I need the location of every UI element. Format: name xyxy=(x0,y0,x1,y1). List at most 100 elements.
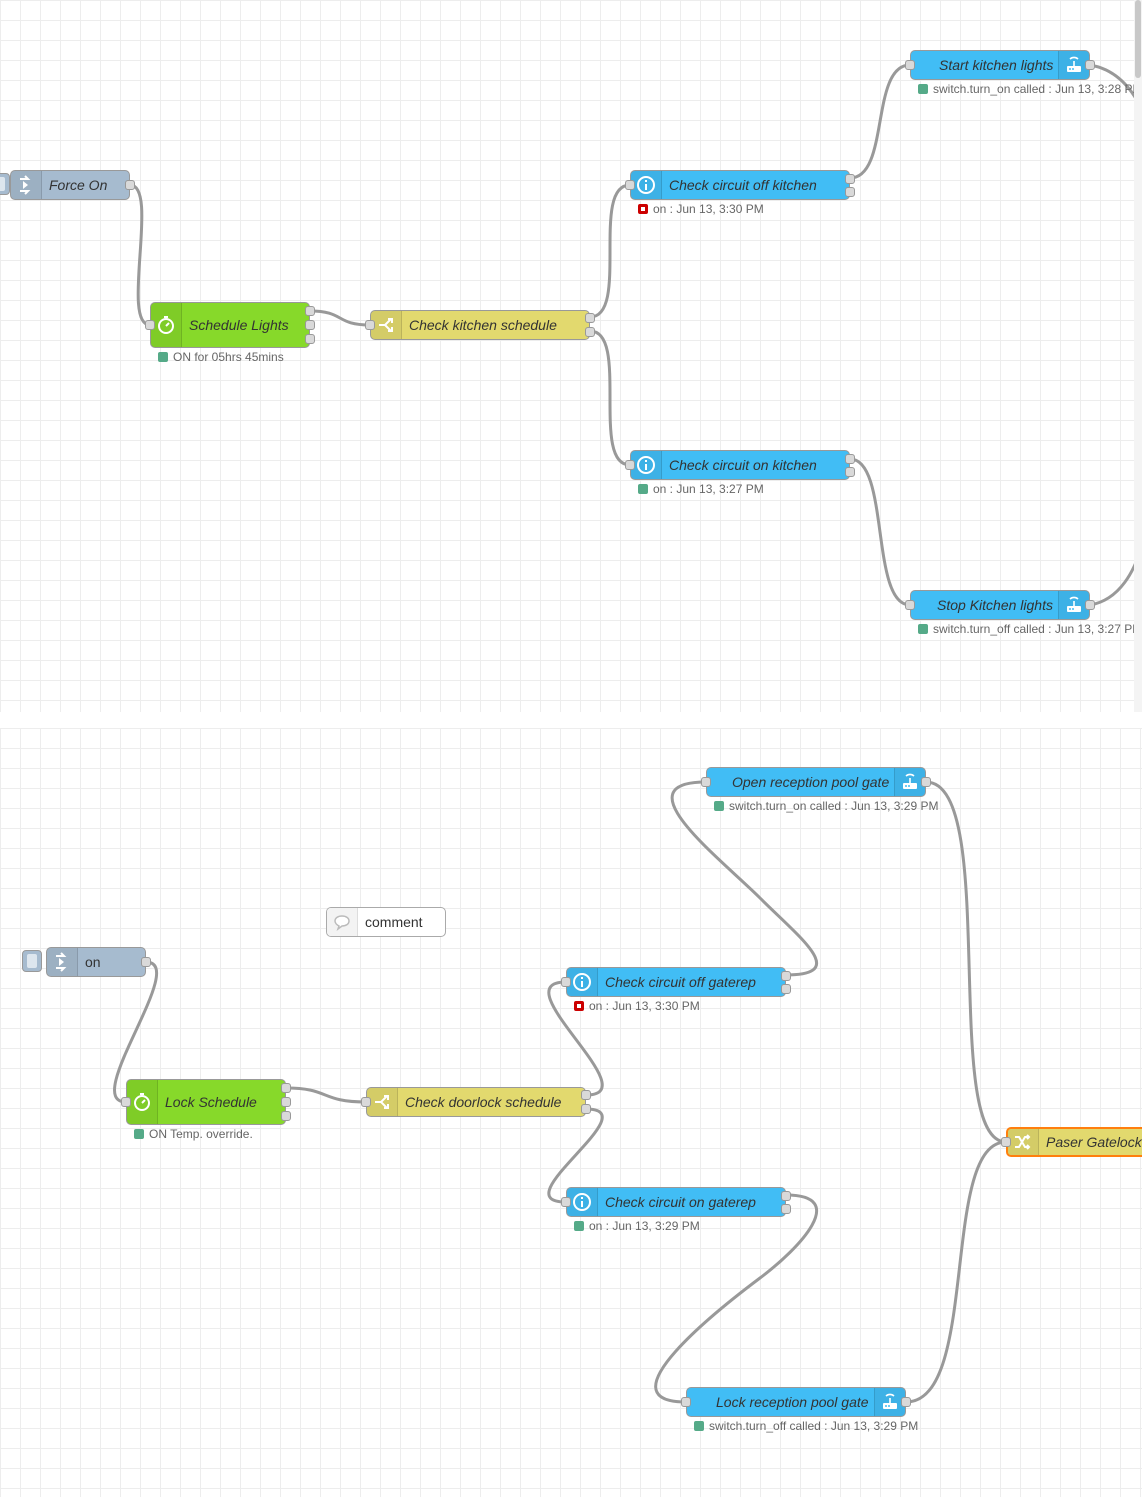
wire-on-lockschedule xyxy=(113,960,159,1104)
node-check-circuit-off-gaterep[interactable]: Check circuit off gaterep xyxy=(561,967,791,997)
wires-gatelock xyxy=(113,780,1008,1404)
input-port[interactable] xyxy=(625,460,635,470)
info-icon xyxy=(567,968,598,996)
wire-switch-checkoff xyxy=(588,183,632,319)
output-port-1[interactable] xyxy=(281,1083,291,1093)
status-dot xyxy=(134,1129,144,1139)
inject-trigger-button[interactable] xyxy=(22,950,42,972)
status-dot xyxy=(574,1221,584,1231)
input-port[interactable] xyxy=(1001,1137,1011,1147)
node-check-kitchen-schedule[interactable]: Check kitchen schedule xyxy=(365,310,595,340)
node-label: Check circuit off kitchen xyxy=(669,177,817,193)
switch-branch-icon xyxy=(371,311,402,339)
output-port[interactable] xyxy=(1085,60,1095,70)
node-lock-reception-pool-gate[interactable]: Lock reception pool gate xyxy=(681,1387,911,1417)
node-check-circuit-off-kitchen[interactable]: Check circuit off kitchen xyxy=(625,170,855,200)
input-port[interactable] xyxy=(681,1397,691,1407)
output-port-2[interactable] xyxy=(781,984,791,994)
output-port-1[interactable] xyxy=(585,313,595,323)
output-port-2[interactable] xyxy=(305,320,315,330)
input-port[interactable] xyxy=(365,320,375,330)
output-port-3[interactable] xyxy=(281,1111,291,1121)
output-port-3[interactable] xyxy=(305,334,315,344)
router-icon xyxy=(1058,591,1089,619)
input-port[interactable] xyxy=(625,180,635,190)
node-on[interactable]: on xyxy=(46,947,151,977)
switch-branch-icon xyxy=(367,1088,398,1116)
input-port[interactable] xyxy=(905,600,915,610)
status-dot xyxy=(694,1421,704,1431)
wire-switch-checkon xyxy=(588,329,632,467)
input-port[interactable] xyxy=(121,1097,131,1107)
arrow-in-icon xyxy=(47,948,78,976)
node-label: Check kitchen schedule xyxy=(409,317,557,333)
input-port[interactable] xyxy=(561,977,571,987)
output-port-2[interactable] xyxy=(845,187,855,197)
output-port[interactable] xyxy=(125,180,135,190)
status-check-circuit-off-gaterep: on : Jun 13, 3:30 PM xyxy=(574,999,700,1013)
shuffle-icon xyxy=(1008,1129,1039,1155)
status-schedule-lights: ON for 05hrs 45mins xyxy=(158,350,284,364)
flow-canvas-kitchen[interactable]: Force On Schedule Lights ON for 05hrs 45… xyxy=(0,0,1142,712)
wire-checkoff-open xyxy=(670,780,819,977)
node-label: Paser Gatelock xyxy=(1046,1134,1142,1150)
node-stop-kitchen-lights[interactable]: Stop Kitchen lights xyxy=(905,590,1095,620)
input-port[interactable] xyxy=(361,1097,371,1107)
output-port-1[interactable] xyxy=(845,174,855,184)
node-label: Lock reception pool gate xyxy=(716,1394,869,1410)
node-label: Open reception pool gate xyxy=(732,774,890,790)
node-label: Stop Kitchen lights xyxy=(937,597,1053,613)
output-port-2[interactable] xyxy=(281,1097,291,1107)
node-check-circuit-on-kitchen[interactable]: Check circuit on kitchen xyxy=(625,450,855,480)
status-check-circuit-on-gaterep: on : Jun 13, 3:29 PM xyxy=(574,1219,700,1233)
wires-kitchen xyxy=(128,63,1142,607)
node-check-circuit-on-gaterep[interactable]: Check circuit on gaterep xyxy=(561,1187,791,1217)
status-dot xyxy=(638,484,648,494)
node-start-kitchen-lights[interactable]: Start kitchen lights xyxy=(905,50,1095,80)
status-dot xyxy=(918,624,928,634)
node-paser-gatelock[interactable]: Paser Gatelock xyxy=(1001,1127,1142,1157)
timer-icon xyxy=(151,303,182,347)
output-port-1[interactable] xyxy=(781,1191,791,1201)
output-port-1[interactable] xyxy=(781,971,791,981)
input-port[interactable] xyxy=(145,320,155,330)
output-port-2[interactable] xyxy=(585,327,595,337)
wire-checkoff-start xyxy=(848,63,912,180)
node-lock-schedule[interactable]: Lock Schedule xyxy=(121,1079,291,1125)
vertical-scrollbar[interactable] xyxy=(1134,0,1142,712)
flow-canvas-gatelock[interactable]: comment on Lock Schedule ON Temp. overri… xyxy=(0,728,1142,1497)
output-port[interactable] xyxy=(921,777,931,787)
status-check-circuit-on-kitchen: on : Jun 13, 3:27 PM xyxy=(638,482,764,496)
output-port[interactable] xyxy=(1085,600,1095,610)
input-port[interactable] xyxy=(701,777,711,787)
output-port-2[interactable] xyxy=(781,1204,791,1214)
node-open-reception-pool-gate[interactable]: Open reception pool gate xyxy=(701,767,931,797)
input-port[interactable] xyxy=(561,1197,571,1207)
output-port-2[interactable] xyxy=(845,467,855,477)
status-dot xyxy=(918,84,928,94)
info-icon xyxy=(631,171,662,199)
output-port-2[interactable] xyxy=(581,1104,591,1114)
inject-trigger-button[interactable] xyxy=(0,173,10,195)
node-label: Check circuit on gaterep xyxy=(605,1194,756,1210)
status-start-kitchen-lights: switch.turn_on called : Jun 13, 3:28 PM xyxy=(918,82,1142,96)
node-comment[interactable]: comment xyxy=(326,907,446,937)
status-check-circuit-off-kitchen: on : Jun 13, 3:30 PM xyxy=(638,202,764,216)
node-force-on[interactable]: Force On xyxy=(10,170,135,200)
node-schedule-lights[interactable]: Schedule Lights xyxy=(145,302,315,348)
output-port[interactable] xyxy=(901,1397,911,1407)
wire-checkon-stop xyxy=(848,457,912,607)
output-port[interactable] xyxy=(141,957,151,967)
wire-schedule-switch xyxy=(308,309,372,327)
node-label: comment xyxy=(365,914,423,930)
router-icon xyxy=(894,768,925,796)
status-dot xyxy=(638,204,648,214)
info-icon xyxy=(631,451,662,479)
output-port-1[interactable] xyxy=(581,1090,591,1100)
output-port-1[interactable] xyxy=(305,306,315,316)
node-label: Schedule Lights xyxy=(189,317,289,333)
scrollbar-thumb[interactable] xyxy=(1135,0,1141,78)
input-port[interactable] xyxy=(905,60,915,70)
output-port-1[interactable] xyxy=(845,454,855,464)
node-check-doorlock-schedule[interactable]: Check doorlock schedule xyxy=(361,1087,591,1117)
